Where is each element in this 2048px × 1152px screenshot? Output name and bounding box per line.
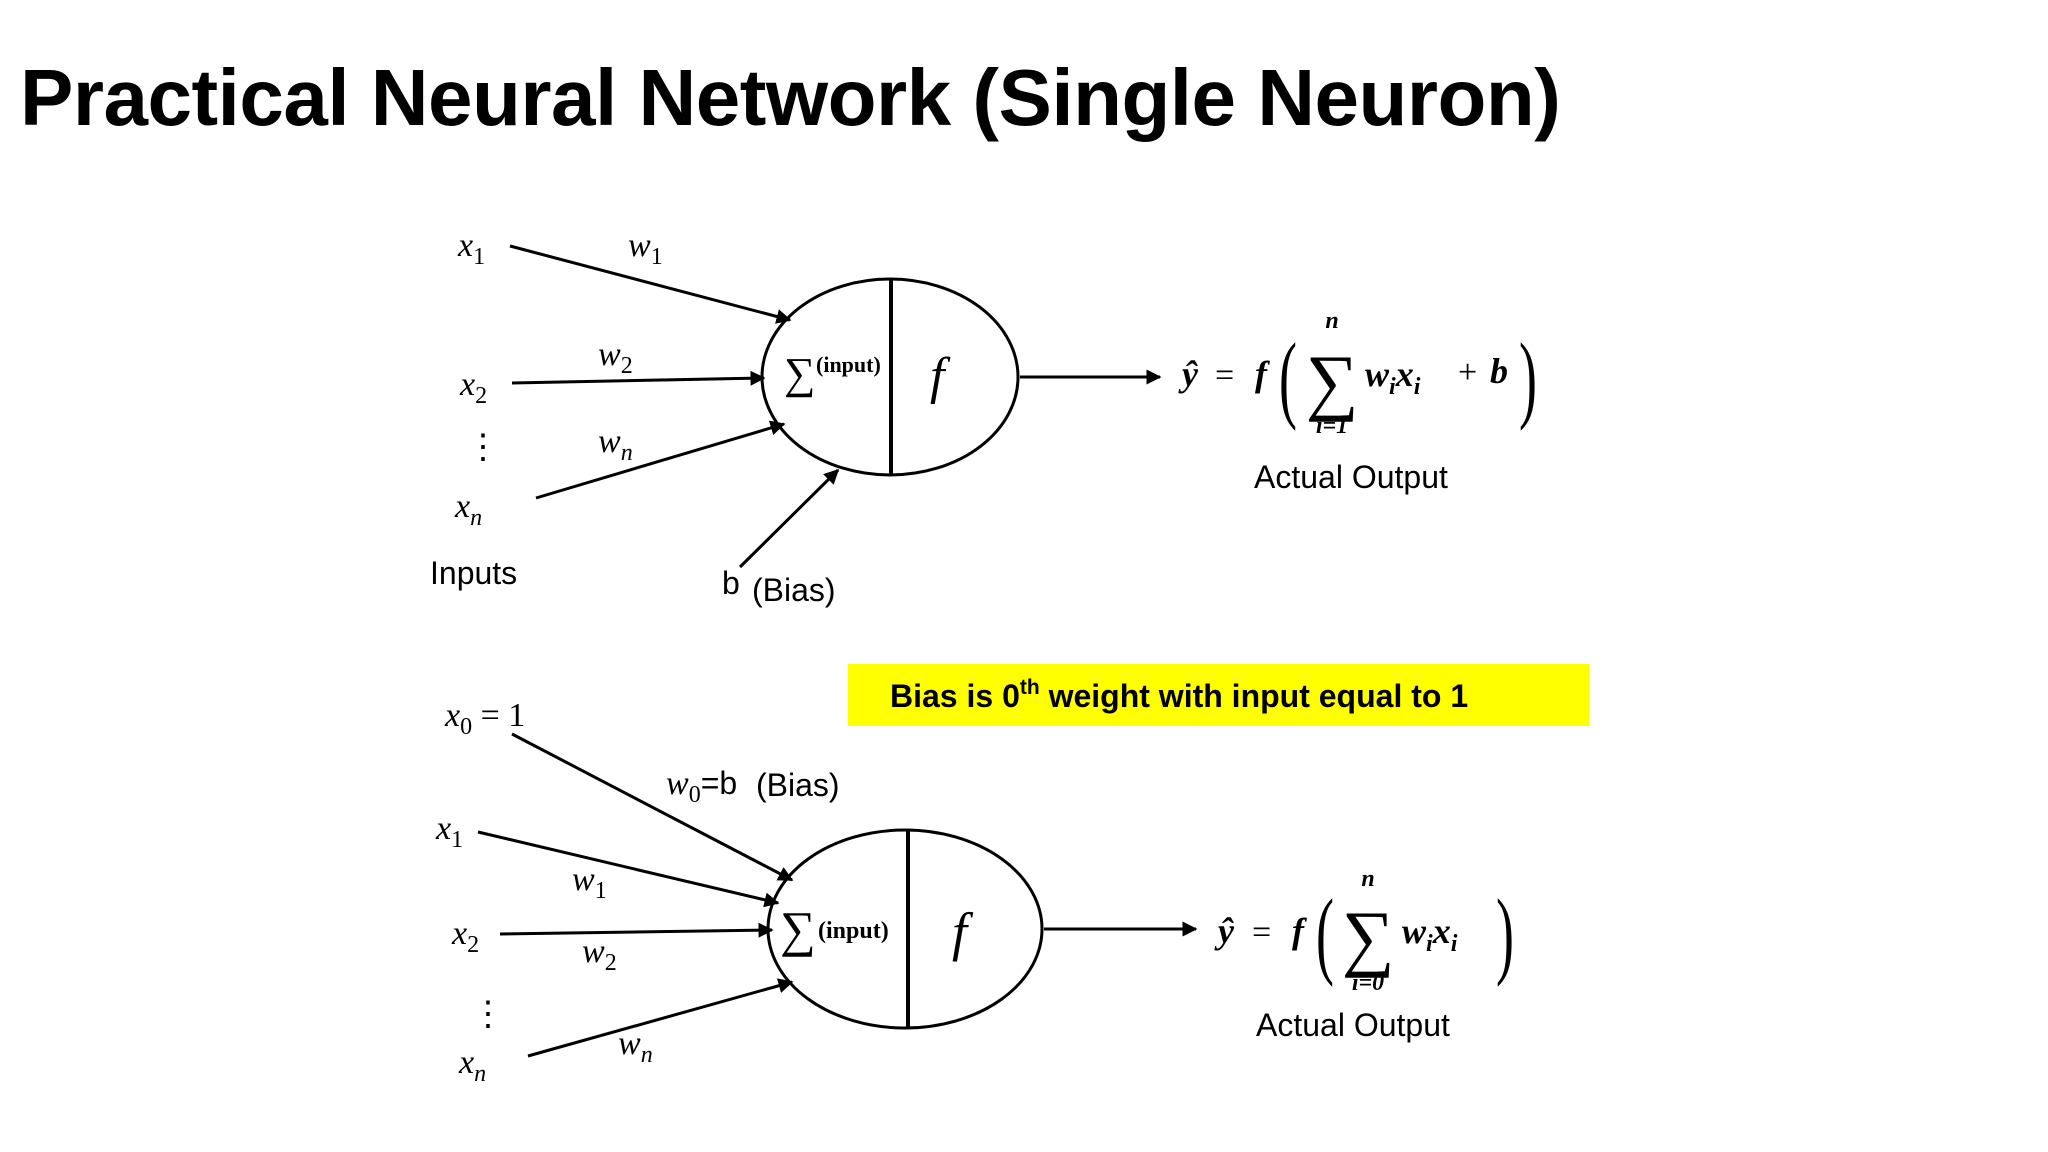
bottom-formula-f: f (1292, 911, 1307, 951)
top-formula-b: b (1490, 351, 1508, 391)
bottom-arrow-x1 (477, 830, 780, 908)
bottom-weight-w2: w2 (582, 933, 617, 976)
bottom-output-formula: ŷ = f ( n ∑ i=0 wixi ) (1214, 866, 1514, 996)
top-weight-w1: w1 (628, 227, 663, 270)
bottom-neuron-body (766, 828, 1044, 1030)
top-weight-wn: wn (598, 423, 633, 466)
bottom-formula-paren-close: ) (1496, 880, 1514, 988)
bottom-weight-w0: w0=b (666, 765, 737, 808)
top-inputs-label: Inputs (430, 555, 517, 591)
bias-callout: Bias is 0th weight with input equal to 1 (848, 664, 1589, 726)
slide-title: Practical Neural Network (Single Neuron) (20, 53, 1561, 142)
bottom-formula-paren-open: ( (1316, 880, 1334, 988)
top-formula-yhat: ŷ (1178, 354, 1199, 394)
bottom-ellipsis: ⋮ (471, 996, 505, 1033)
top-formula-upper: n (1325, 308, 1338, 334)
bottom-sum-icon: ∑ (780, 901, 816, 957)
top-input-x1: x1 (457, 227, 485, 270)
top-formula-plus: + (1458, 354, 1477, 391)
top-bias-symbol: b (722, 565, 740, 601)
top-arrow-xn (535, 420, 786, 500)
top-formula-wx: wixi (1365, 354, 1421, 400)
bottom-sum-label: (input) (818, 918, 889, 944)
top-formula-paren-open: ( (1279, 324, 1297, 432)
bottom-arrow-x2 (499, 922, 774, 938)
bottom-weight-w1: w1 (572, 861, 607, 904)
top-activation-f: f (930, 348, 951, 405)
bottom-activation-f: f (952, 902, 974, 962)
top-arrow-x2 (511, 370, 766, 386)
top-formula-sigma: ∑ (1306, 341, 1359, 423)
bottom-formula-equals: = (1252, 914, 1271, 951)
top-arrow-x1 (509, 244, 792, 324)
bottom-formula-sigma: ∑ (1342, 897, 1395, 979)
top-weight-w2: w2 (598, 336, 633, 379)
top-neuron-diagram: x1 x2 ⋮ xn Inputs w1 w2 wn b (Bias) ∑ (i… (430, 227, 1537, 608)
bottom-w0-bias-label: (Bias) (756, 767, 840, 803)
top-formula-equals: = (1215, 357, 1234, 394)
bottom-input-x2: x2 (451, 915, 479, 958)
top-input-xn: xn (454, 488, 482, 531)
top-bias-label: (Bias) (752, 572, 836, 608)
bottom-formula-yhat: ŷ (1214, 911, 1235, 951)
top-formula-f: f (1255, 354, 1270, 394)
bottom-weight-wn: wn (618, 1025, 653, 1068)
top-input-x2: x2 (459, 366, 487, 409)
bottom-neuron-diagram: x0 = 1 x1 x2 ⋮ xn w0=b (Bias) w1 w2 wn ∑… (435, 697, 1514, 1087)
top-arrow-bias (738, 468, 840, 569)
bottom-input-x1: x1 (435, 810, 463, 853)
top-sum-label: (input) (816, 352, 881, 377)
bottom-output-label: Actual Output (1256, 1007, 1450, 1043)
top-formula-paren-close: ) (1519, 324, 1537, 432)
top-ellipsis: ⋮ (466, 429, 500, 466)
bottom-formula-lower: i=0 (1352, 970, 1384, 996)
bottom-formula-upper: n (1361, 866, 1374, 892)
callout-background (848, 664, 1589, 726)
top-sum-icon: ∑ (784, 349, 815, 398)
bottom-input-x0: x0 = 1 (444, 697, 525, 740)
callout-text: Bias is 0th weight with input equal to 1 (890, 676, 1468, 714)
bottom-arrow-x0 (511, 732, 794, 882)
bottom-formula-wx: wixi (1402, 911, 1458, 957)
top-output-formula: ŷ = f ( n ∑ i=1 wixi + b ) (1178, 308, 1537, 439)
top-formula-lower: i=1 (1316, 413, 1348, 439)
top-output-label: Actual Output (1254, 459, 1448, 495)
bottom-input-xn: xn (458, 1044, 486, 1087)
bottom-arrow-xn (527, 978, 794, 1058)
